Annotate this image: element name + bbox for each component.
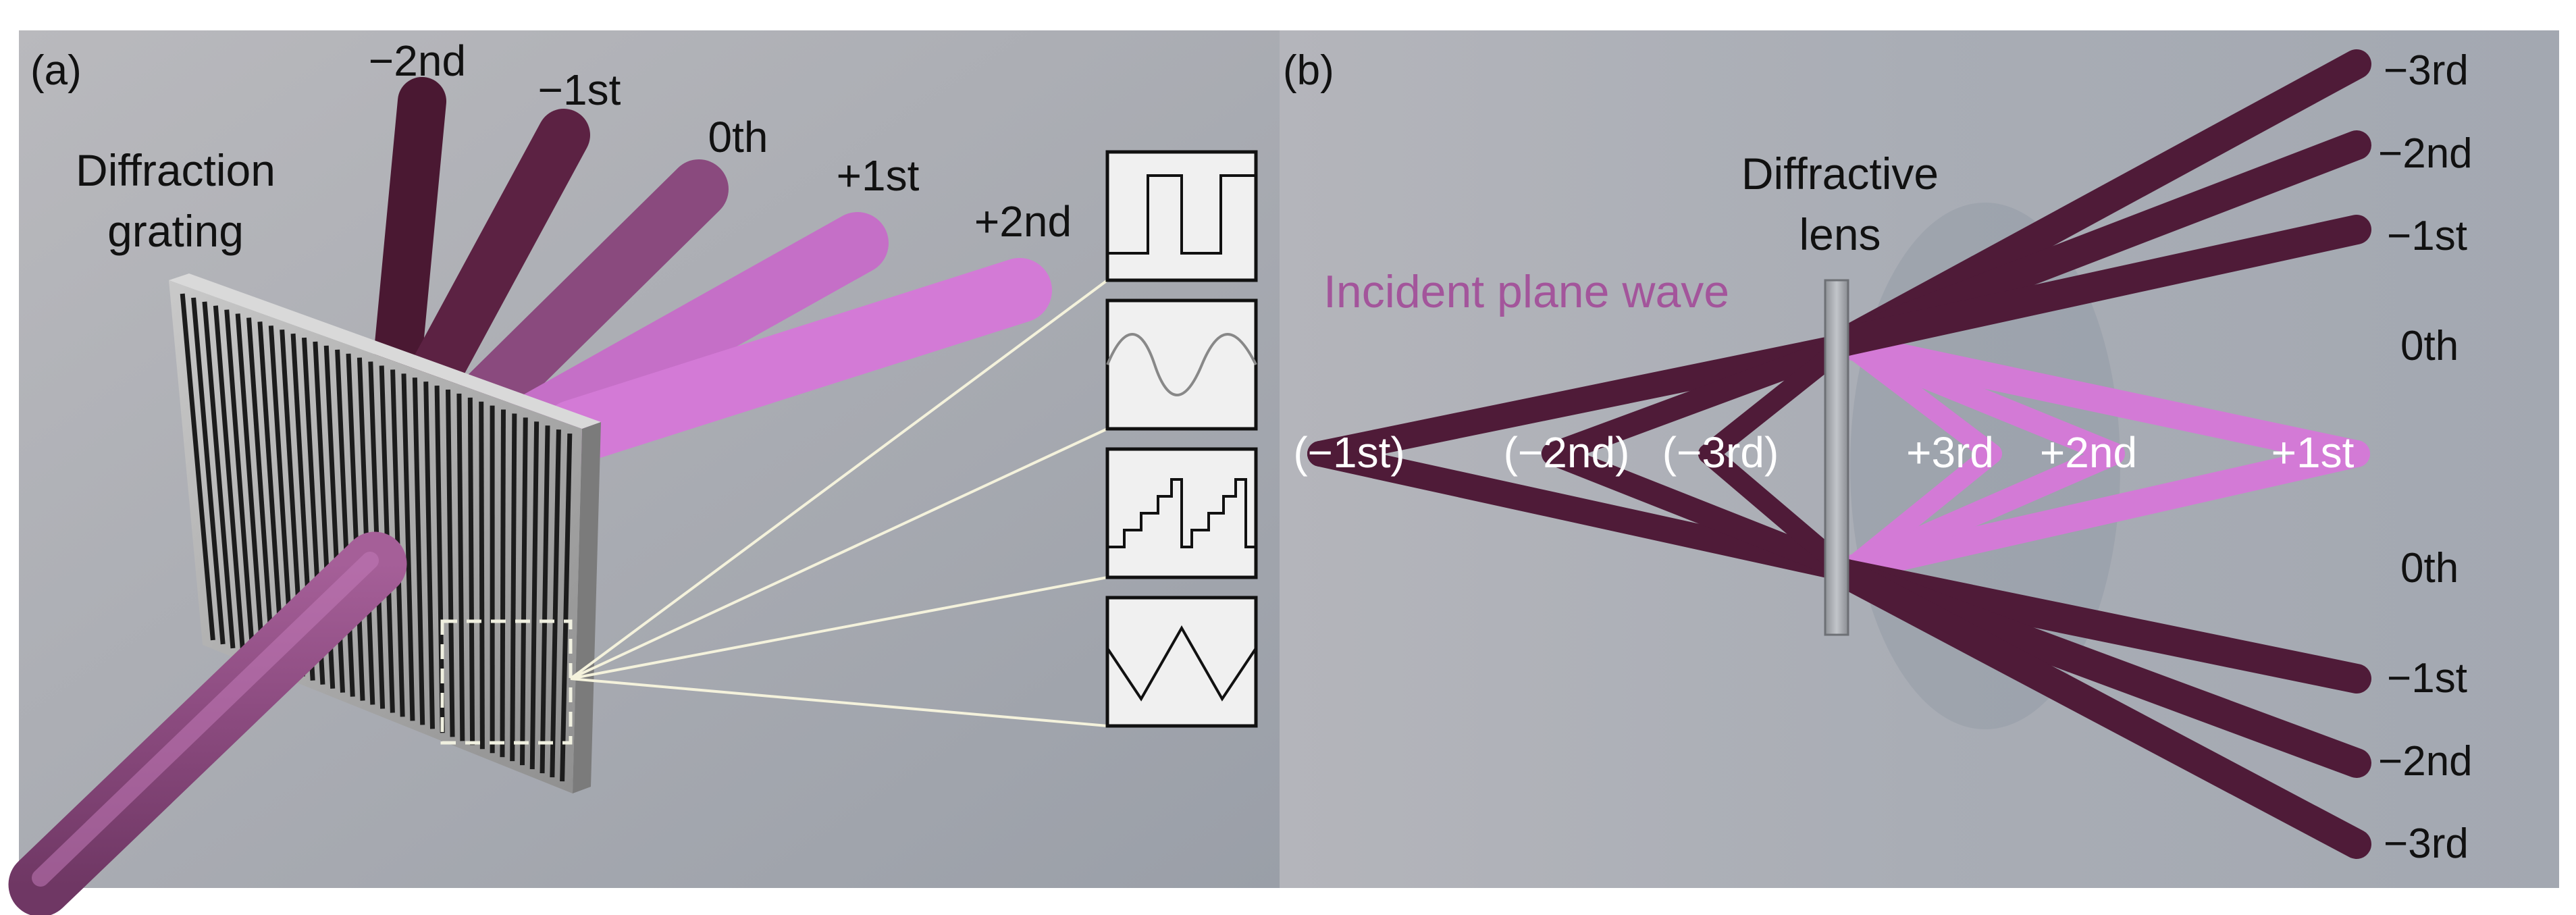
order-label-minus1: −1st <box>538 66 621 114</box>
grating-groove <box>246 317 275 665</box>
grating-label-line1: Diffraction <box>76 145 275 195</box>
converging-beams <box>1837 333 2370 582</box>
right-order-label-6: −1st <box>2387 655 2467 702</box>
virtual-focus-label-1: (−1st) <box>1293 428 1404 477</box>
grating-groove <box>550 429 561 778</box>
diffractive-lens <box>1824 279 1849 636</box>
right-order-label-1: −3rd <box>2384 47 2469 94</box>
grating-groove <box>235 313 265 661</box>
lens-label-line2: lens <box>1799 209 1881 259</box>
grating-groove <box>346 353 365 701</box>
order-label-0: 0th <box>708 113 768 161</box>
right-order-label-4: 0th <box>2400 323 2459 369</box>
right-order-label-5: 0th <box>2400 545 2459 592</box>
real-focus-label-plus2: +2nd <box>2040 428 2137 477</box>
right-order-label-7: −2nd <box>2378 738 2473 785</box>
beam-order-minus1 <box>406 109 590 404</box>
order-label-plus2: +2nd <box>974 197 1072 246</box>
grating-groove <box>423 382 435 729</box>
outward-beams <box>1832 49 2371 859</box>
grating-groove <box>520 417 528 766</box>
grating-groove <box>335 349 355 697</box>
grating-groove <box>191 297 226 645</box>
virtual-focus-label-2: (−2nd) <box>1504 428 1630 477</box>
panel-a-label: (a) <box>30 47 82 94</box>
order-label-plus1: +1st <box>837 151 920 200</box>
grating-groove <box>257 321 286 669</box>
beam-order-minus2 <box>374 77 446 375</box>
grating-groove <box>479 401 485 750</box>
grating-groove <box>540 425 550 774</box>
grating-groove <box>412 377 425 725</box>
grating-groove <box>500 409 506 758</box>
real-focus-label-plus1: +1st <box>2271 428 2355 477</box>
incident-wave-label: Incident plane wave <box>1323 266 1729 317</box>
profile-triangular <box>1105 596 1258 728</box>
profile-multilevel <box>1105 447 1258 579</box>
grating-groove <box>401 373 415 721</box>
grating-groove <box>202 301 236 649</box>
profile-binary <box>1105 150 1258 282</box>
right-order-label-2: −2nd <box>2378 130 2473 177</box>
grating-groove <box>180 293 215 641</box>
grating-groove <box>213 305 246 653</box>
right-order-label-3: −1st <box>2387 213 2467 259</box>
profile-sinusoidal <box>1105 298 1258 431</box>
diffracted-beams <box>374 77 1052 465</box>
grating-selection-box <box>440 619 573 745</box>
grating-side-edge <box>573 422 601 793</box>
panel-a: (a) Diffraction grating −2nd −1st 0th +1… <box>8 30 1282 915</box>
grating-groove <box>446 389 455 737</box>
beam-order-plus2 <box>542 258 1052 465</box>
beam-order-0 <box>443 159 729 442</box>
grating-groove <box>224 309 255 657</box>
grating-top-edge <box>169 273 601 429</box>
virtual-focus-label-3: (−3rd) <box>1662 428 1779 477</box>
grating-groove <box>510 413 517 762</box>
right-order-label-8: −3rd <box>2384 820 2469 867</box>
profile-insets <box>1105 150 1258 728</box>
incident-beam-highlight <box>32 552 379 887</box>
grating-groove <box>357 357 375 705</box>
order-label-minus2: −2nd <box>369 36 466 85</box>
grating-groove <box>467 397 475 746</box>
lens-label-line1: Diffractive <box>1741 149 1939 199</box>
grating-groove <box>456 393 465 741</box>
zoom-lines <box>569 279 1109 727</box>
grating-label-line2: grating <box>107 206 244 256</box>
virtual-beams <box>1307 334 1856 581</box>
grating-groove <box>529 421 540 770</box>
real-focus-label-plus3: +3rd <box>1906 428 1994 477</box>
grating-groove <box>560 433 573 782</box>
panel-b: (b) Diffractive lens Incident plane wave… <box>1280 30 2559 888</box>
panel-b-label: (b) <box>1283 47 1334 94</box>
